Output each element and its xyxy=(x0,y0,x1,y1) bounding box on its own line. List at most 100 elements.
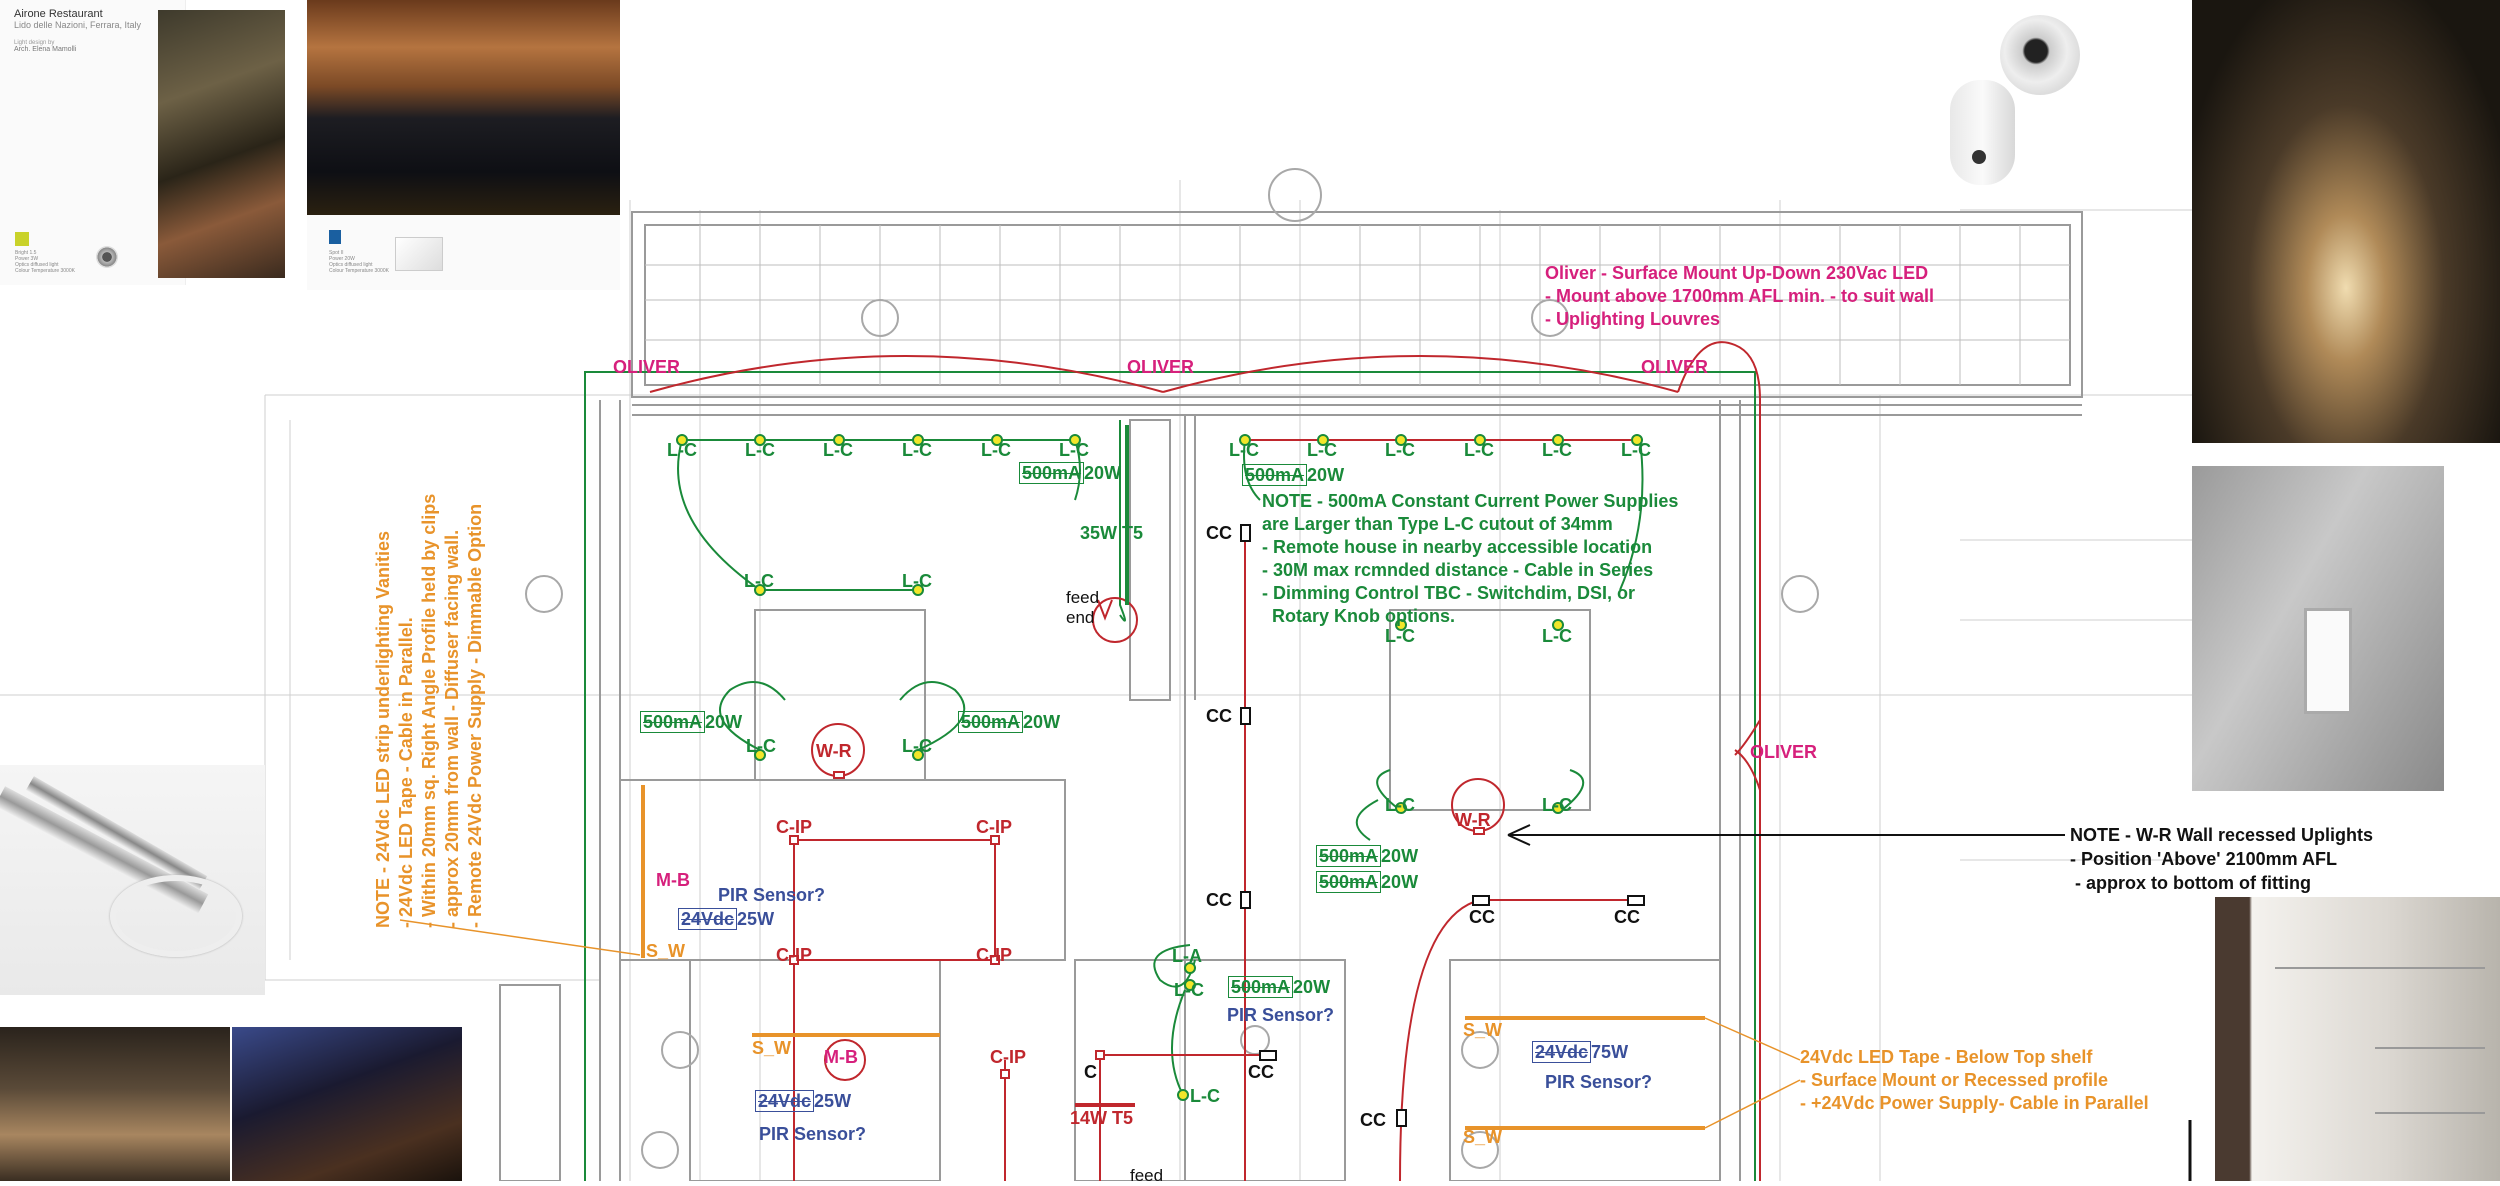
wr-note-line: - Position 'Above' 2100mm AFL xyxy=(2070,849,2337,869)
spec-card-2: Spot II Power 20W Optics diffused light … xyxy=(307,215,620,290)
psu-current: 500mA xyxy=(1228,976,1294,998)
oliver-label: OLIVER xyxy=(1641,357,1709,377)
oliver-label: OLIVER xyxy=(1127,357,1195,377)
lc-label: L-C xyxy=(744,571,774,591)
psu-note-line: - 30M max rcmnded distance - Cable in Se… xyxy=(1262,560,1654,580)
lc-label: L-C xyxy=(1621,440,1651,460)
psu-current: 500mA xyxy=(1242,464,1308,486)
vanity-note: NOTE - 24Vdc LED strip underlighting Van… xyxy=(372,494,487,928)
lighting-zone-boundary xyxy=(584,371,1756,1181)
card-subtitle: Lido delle Nazioni, Ferrara, Italy xyxy=(14,20,142,30)
cip-markers xyxy=(789,771,1485,1079)
wr-label: W-R xyxy=(1455,810,1491,830)
lc-label: L-C xyxy=(746,736,776,756)
dc-watt: 75W xyxy=(1591,1042,1629,1062)
tape-note-line: - +24Vdc Power Supply- Cable in Parallel xyxy=(1800,1093,2149,1113)
spec1-line: Power 3W xyxy=(15,256,39,262)
cip-label: C-IP xyxy=(990,1047,1026,1067)
psu-note-line: NOTE - 500mA Constant Current Power Supp… xyxy=(1262,491,1679,511)
card-title: Airone Restaurant xyxy=(14,8,103,20)
cip-label: C-IP xyxy=(976,945,1012,965)
cc-label: CC xyxy=(1206,890,1232,910)
vanity-note-line: NOTE - 24Vdc LED strip underlighting Van… xyxy=(373,530,393,928)
psu-note-line: Rotary Knob options. xyxy=(1262,606,1455,626)
cc-label: CC xyxy=(1469,907,1495,927)
spec2-line: Optics diffused light xyxy=(329,262,373,268)
end-text: end xyxy=(1066,608,1095,627)
psu-current: 500mA xyxy=(1316,871,1382,893)
led-tape-leaders xyxy=(399,919,1801,1129)
lc-wiring-right xyxy=(793,439,1640,1181)
wr-note-line: NOTE - W-R Wall recessed Uplights xyxy=(2070,825,2374,845)
mb-label: M-B xyxy=(656,870,690,890)
c-label: C xyxy=(1084,1062,1097,1082)
spec1-line: Bright 1.5 xyxy=(15,250,37,256)
pir-label: PIR Sensor? xyxy=(759,1124,867,1144)
tape-note: 24Vdc LED Tape - Below Top shelf - Surfa… xyxy=(1800,1046,2149,1115)
sw-label: S_W xyxy=(646,941,686,961)
lc-label: L-C xyxy=(981,440,1011,460)
oliver-note-line: Oliver - Surface Mount Up-Down 230Vac LE… xyxy=(1545,263,1929,283)
sw-label: S_W xyxy=(1463,1127,1503,1147)
feed-end-label: feed end xyxy=(1066,588,1099,628)
spec-card: Airone Restaurant Lido delle Nazioni, Fe… xyxy=(0,0,186,285)
led-profile-photo xyxy=(0,765,265,995)
cc-label: CC xyxy=(1206,523,1232,543)
psu-watt: 20W xyxy=(1307,465,1345,485)
veranda-photo xyxy=(307,0,620,215)
lc-label: L-C xyxy=(902,571,932,591)
psu-current: 500mA xyxy=(1019,462,1085,484)
t5-label: 35W T5 xyxy=(1080,523,1144,543)
wr-label: W-R xyxy=(816,741,852,761)
lc-label: L-C xyxy=(667,440,697,460)
lc-label: L-C xyxy=(1464,440,1494,460)
box-fixture-icon xyxy=(395,237,443,271)
oliver-fixture-photo xyxy=(1930,10,2140,185)
dc-voltage: 24Vdc xyxy=(755,1090,815,1112)
la-label: L-A xyxy=(1172,946,1202,966)
pir-label: PIR Sensor? xyxy=(718,885,826,905)
lc-label: L-C xyxy=(1190,1086,1220,1106)
mb-label: M-B xyxy=(824,1047,858,1067)
lc-label: L-C xyxy=(1385,795,1415,815)
spec2-line: Colour Temperature 3000K xyxy=(329,268,389,274)
dc-watt: 25W xyxy=(737,909,775,929)
oliver-note: Oliver - Surface Mount Up-Down 230Vac LE… xyxy=(1545,262,1934,331)
psu-current: 500mA xyxy=(958,711,1024,733)
psu-watt: 20W xyxy=(1381,872,1419,892)
lc-label: L-C xyxy=(1542,440,1572,460)
psu-current: 500mA xyxy=(1316,845,1382,867)
cc-label: CC xyxy=(1248,1062,1274,1082)
tape-note-line: - Surface Mount or Recessed profile xyxy=(1800,1070,2109,1090)
lc-label: L-C xyxy=(823,440,853,460)
pir-label: PIR Sensor? xyxy=(1227,1005,1335,1025)
cc-markers xyxy=(1240,524,1645,1127)
oliver-wiring xyxy=(649,341,1761,1181)
vanity-note-line: - 24Vdc LED Tape - Cable in Parallel. xyxy=(396,617,416,928)
led-tape-lines xyxy=(641,785,1705,1130)
vanity-note-line: - Remote 24Vdc Power Supply - Dimmable O… xyxy=(465,503,485,928)
lc-wiring-left xyxy=(677,420,1644,1096)
lc-label: L-C xyxy=(902,736,932,756)
wr-note: NOTE - W-R Wall recessed Uplights - Posi… xyxy=(2070,823,2373,895)
spec2-line: Spot II xyxy=(329,250,344,256)
bathroom-photo-2 xyxy=(232,1027,462,1181)
psu-note: NOTE - 500mA Constant Current Power Supp… xyxy=(1262,490,1678,628)
lc-label: L-C xyxy=(1174,980,1204,1000)
dc-voltage: 24Vdc xyxy=(678,908,738,930)
sw-label: S_W xyxy=(752,1038,792,1058)
oliver-note-line: - Mount above 1700mm AFL min. - to suit … xyxy=(1545,286,1935,306)
building-walls xyxy=(499,211,2083,1181)
structural-columns xyxy=(525,168,1819,1169)
bathroom-photo-1 xyxy=(0,1027,230,1181)
card-credit-label: Light design by xyxy=(14,40,55,46)
sw-label: S_W xyxy=(1463,1020,1503,1040)
oliver-label: OLIVER xyxy=(1750,742,1818,762)
cc-label: CC xyxy=(1360,1110,1386,1130)
psu-watt: 20W xyxy=(1023,712,1061,732)
